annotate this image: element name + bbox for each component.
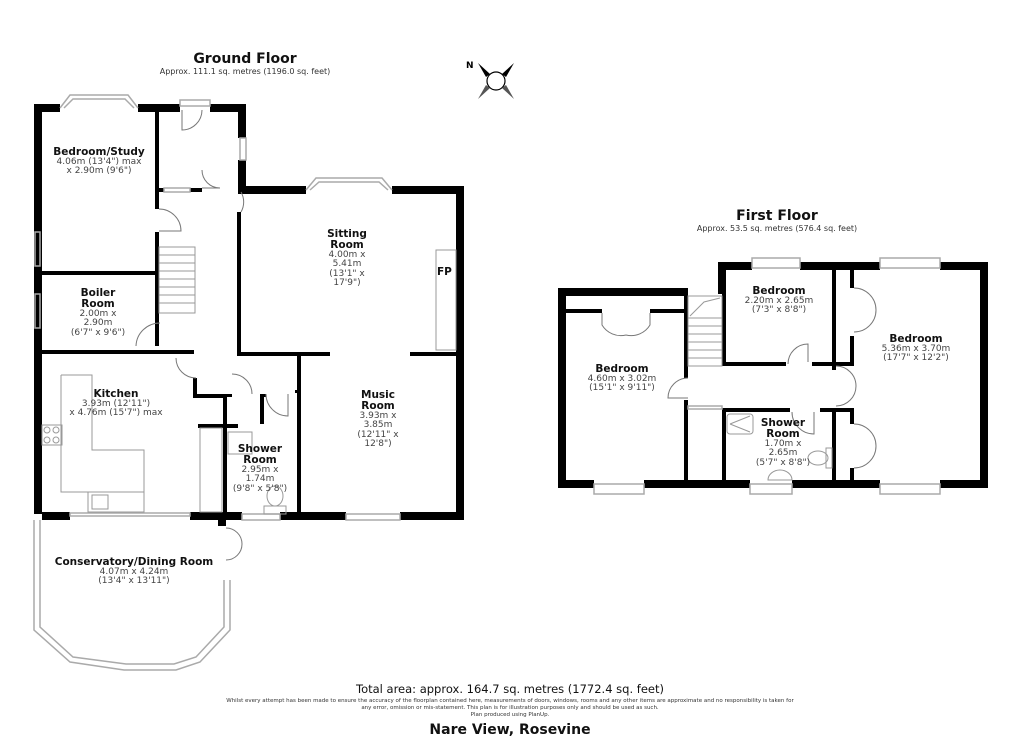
first-floor-area: Approx. 53.5 sq. metres (576.4 sq. feet): [696, 224, 858, 233]
room-bedroom-left: Bedroom 4.60m x 3.02m (15'1" x 9'11"): [587, 363, 657, 394]
ground-floor-area: Approx. 111.1 sq. metres (1196.0 sq. fee…: [159, 67, 331, 76]
disclaimer-line-1: Whilst every attempt has been made to en…: [226, 698, 794, 704]
room-bedroom-study: Bedroom/Study 4.06m (13'4") max x 2.90m …: [53, 146, 145, 177]
ground-floor-title: Ground Floor: [193, 51, 297, 67]
room-shower-room-first: Shower Room 1.70m x 2.65m (5'7" x 8'8"): [755, 417, 811, 468]
disclaimer-line-2: any error, omission or mis-statement. Th…: [361, 704, 659, 711]
ground-floor-stairs: [158, 246, 196, 314]
first-floor-title: First Floor: [736, 208, 818, 224]
disclaimer: Whilst every attempt has been made to en…: [185, 698, 835, 719]
compass-icon: N: [464, 57, 520, 101]
room-conservatory-dining: Conservatory/Dining Room 4.07m x 4.24m (…: [54, 556, 214, 587]
ground-floor-windows: [33, 94, 401, 671]
property-address: Nare View, Rosevine: [429, 722, 591, 738]
room-sitting-room: Sitting Room 4.00m x 5.41m (13'1" x 17'9…: [327, 228, 367, 289]
first-floor-doors: [601, 287, 877, 469]
first-floor-fixtures: [726, 413, 833, 481]
ground-floor-walls: [34, 104, 464, 526]
room-boiler-room: Boiler Room 2.00m x 2.90m (6'7" x 9'6"): [70, 287, 126, 338]
first-floor-windows: [593, 257, 941, 495]
ground-floor-doors: [135, 109, 289, 561]
fireplace-label: FP: [437, 266, 452, 278]
svg-text:N: N: [466, 61, 474, 71]
room-music-room: Music Room 3.93m x 3.85m (12'11" x 12'8"…: [357, 389, 399, 450]
room-bedroom-main: Bedroom 5.36m x 3.70m (17'7" x 12'2"): [881, 333, 951, 364]
first-floor-walls: [558, 262, 988, 488]
total-area: Total area: approx. 164.7 sq. metres (17…: [356, 682, 664, 696]
room-shower-room-ground: Shower Room 2.95m x 1.74m (9'8" x 5'8"): [232, 443, 288, 494]
ground-floor-fixtures: [41, 249, 457, 515]
first-floor-stairs: [687, 295, 723, 367]
disclaimer-line-3: Plan produced using PlanUp.: [470, 711, 550, 718]
room-kitchen: Kitchen 3.93m (12'11") x 4.76m (15'7") m…: [69, 388, 163, 419]
room-bedroom-small: Bedroom 2.20m x 2.65m (7'3" x 8'8"): [744, 285, 814, 316]
